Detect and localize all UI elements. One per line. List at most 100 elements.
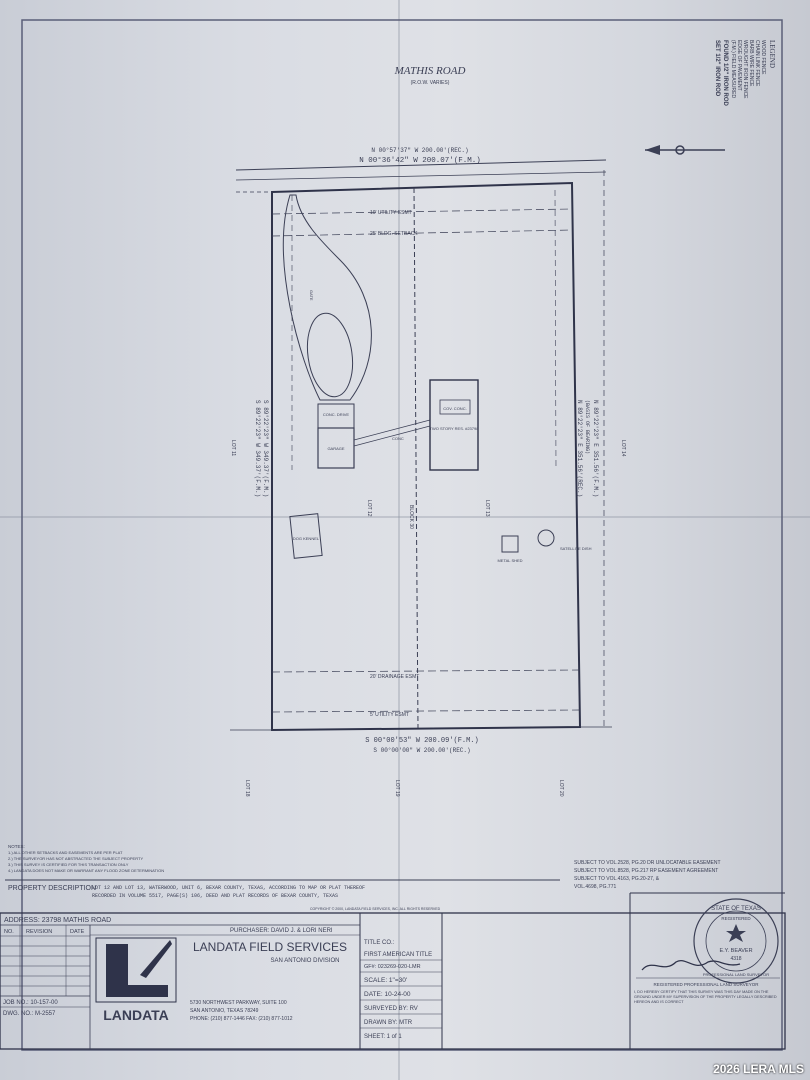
residence-label: TWO STORY RES. #23798 (430, 426, 480, 431)
landata-logo: LANDATA (95, 937, 177, 1023)
subject-line: SUBJECT TO VOL.8528, PG.217 RP EASEMENT … (574, 868, 718, 874)
legend-item: FOUND 1/2" IRON ROD (722, 40, 728, 107)
lot-line (413, 187, 419, 729)
paper-fold-vertical (398, 0, 400, 1080)
garage (317, 427, 355, 469)
conc-label: CONC (392, 436, 404, 441)
surveyor-certification: I, DO HEREBY CERTIFY THAT THIS SURVEY WA… (634, 990, 777, 1004)
property-desc-line1: LOT 12 AND LOT 13, WATERWOOD, UNIT 6, BE… (92, 885, 365, 891)
company-address-2: SAN ANTONIO, TEXAS 78249 (190, 1008, 259, 1014)
east-bearing-rec: N 89°22'23" E 351.56'(REC.) (576, 400, 583, 497)
metal-shed-label: METAL SHED (497, 558, 522, 563)
utility-esmt-label: 10' UTILITY ESMT (370, 210, 412, 216)
note-line: 4.) LANDATA DOES NOT MAKE OR WARRANT ANY… (8, 868, 164, 873)
legend-item: WROUGHT IRON FENCE (742, 40, 748, 99)
lot-11-label: LOT 11 (230, 440, 236, 456)
property-desc-line2: RECORDED IN VOLUME 5517, PAGE(S) 106, DE… (92, 893, 338, 899)
utility-esmt-south-label: 5' UTILITY ESMT (370, 712, 409, 718)
title-company: FIRST AMERICAN TITLE (364, 952, 432, 958)
satellite-dish-icon (537, 529, 555, 547)
satellite-label: SATELLITE DISH (560, 546, 592, 551)
surveyor-title: REGISTERED PROFESSIONAL LAND SURVEYOR (653, 982, 759, 987)
seal-state: STATE OF TEXAS (711, 906, 761, 912)
legend-item: SET 1/2" IRON ROD (714, 40, 720, 97)
cov-conc-label: COV. CONC. (443, 406, 466, 411)
seal-name: E.Y. BEAVER (719, 948, 752, 954)
company-address-1: 5730 NORTHWEST PARKWAY, SUITE 100 (190, 1000, 287, 1006)
note-line: 3.) THIS SURVEY IS CERTIFIED FOR THIS TR… (8, 862, 129, 867)
surveyed-by: SURVEYED BY: RV (364, 1006, 418, 1012)
road-row: (R.O.W. VARIES) (411, 80, 450, 86)
title-company-label: TITLE CO.: (364, 940, 395, 946)
logo-text: LANDATA (103, 1007, 169, 1023)
dog-kennel-label: DOG KENNEL (293, 536, 320, 541)
drawn-by: DRAWN BY: MTR (364, 1020, 413, 1026)
west-bearing-fm: S 89°22'23" W 349.37'(F.M.) (262, 400, 269, 497)
note-line: 2.) THE SURVEYOR HAS NOT ABSTRACTED THE … (8, 856, 143, 861)
north-bearing-fm: N 00°36'42" W 200.07'(F.M.) (359, 156, 481, 165)
lot-20-label: LOT 20 (558, 780, 564, 797)
east-basis: (BASIS OF BEARING) (584, 400, 590, 454)
company-phone: PHONE: (210) 877-1446 FAX: (210) 877-101… (190, 1016, 293, 1022)
seal-number: 4318 (730, 956, 741, 962)
dog-kennel (289, 513, 323, 559)
garage-label: GARAGE (327, 446, 344, 451)
lot-19-label: LOT 19 (394, 780, 400, 797)
east-bearing-fm: N 89°22'23" E 351.56'(F.M.) (592, 400, 599, 497)
seal-registered: REGISTERED (721, 916, 751, 921)
rev-col-no: NO. (4, 929, 14, 935)
survey-date: DATE: 10-24-00 (364, 991, 411, 998)
legend-item: CHAIN LINK FENCE (754, 40, 760, 87)
purchaser: PURCHASER: DAVID J. & LORI NERI (230, 928, 333, 934)
seal-bottom: PROFESSIONAL LAND SURVEYOR (703, 972, 769, 977)
company-division: SAN ANTONIO DIVISION (271, 958, 340, 964)
job-number: JOB NO.: 10-157-00 (3, 1000, 58, 1006)
surveyor-seal: STATE OF TEXAS REGISTERED E.Y. BEAVER 43… (693, 898, 779, 984)
metal-shed (501, 535, 519, 553)
two-story-residence (429, 379, 479, 471)
road-name: MATHIS ROAD (394, 65, 466, 77)
sheet-number: SHEET: 1 of 1 (364, 1034, 402, 1040)
mls-watermark: 2026 LERA MLS (713, 1062, 804, 1076)
legend-title: LEGEND (768, 40, 776, 68)
property-desc-label: PROPERTY DESCRIPTION (8, 885, 96, 892)
lot-18-label: LOT 18 (244, 780, 250, 797)
paper-fold-horizontal (0, 516, 810, 518)
address: ADDRESS: 23798 MATHIS ROAD (4, 917, 111, 924)
north-arrow-icon (645, 145, 725, 155)
signature (641, 960, 741, 971)
legend-item: (F.M.) FIELD MEASURED (730, 40, 736, 98)
south-bearing-rec: S 00°00'00" W 200.00'(REC.) (373, 747, 470, 754)
legend-item: BARB WIRE FENCE (748, 40, 754, 87)
scale: SCALE: 1"=30' (364, 977, 407, 984)
subject-line: SUBJECT TO VOL.2528, PG.20 DR UNLOCATABL… (574, 860, 721, 866)
lot-14-label: LOT 14 (620, 440, 626, 457)
company-name: LANDATA FIELD SERVICES (193, 940, 347, 954)
block-label: BLOCK 30 (408, 505, 414, 529)
lot-13-label: LOT 13 (484, 500, 490, 517)
gf-number: GF#: 023269-020-LMR (364, 964, 421, 970)
driveway (283, 194, 372, 401)
legend: LEGEND WOOD FENCE CHAIN LINK FENCE BARB … (714, 40, 776, 107)
west-bearing-rec: S 89°22'23" W 349.37'(F.M.) (254, 400, 261, 497)
copyright: COPYRIGHT © 2000, LANDATA FIELD SERVICES… (310, 907, 441, 911)
drainage-esmt-label: 20' DRAINAGE ESMT (370, 674, 419, 680)
note-line: 1.) ALL OTHER SETBACKS AND EASEMENTS ARE… (8, 850, 123, 855)
bldg-setback-label: 25' BLDG. SETBACK (370, 231, 418, 237)
rev-col-date: DATE (70, 929, 85, 935)
rev-col-revision: REVISION (26, 929, 52, 935)
lot-12-label: LOT 12 (366, 500, 372, 517)
notes-heading: NOTES: (8, 844, 25, 849)
subject-line: VOL.4698, PG.771 (574, 884, 616, 890)
north-bearing-rec: N 00°57'37" W 200.00'(REC.) (371, 147, 468, 154)
dwg-number: DWG. NO.: M-2557 (3, 1011, 56, 1017)
subject-line: SUBJECT TO VOL.4163, PG.20-27, & (574, 876, 660, 882)
gate-label: GATE (309, 290, 314, 301)
sheet-border (21, 19, 783, 1051)
south-bearing-fm: S 00°00'53" W 200.09'(F.M.) (365, 736, 478, 745)
title-block (0, 912, 786, 1050)
conc-drive-label: CONC. DRIVE (323, 412, 350, 417)
